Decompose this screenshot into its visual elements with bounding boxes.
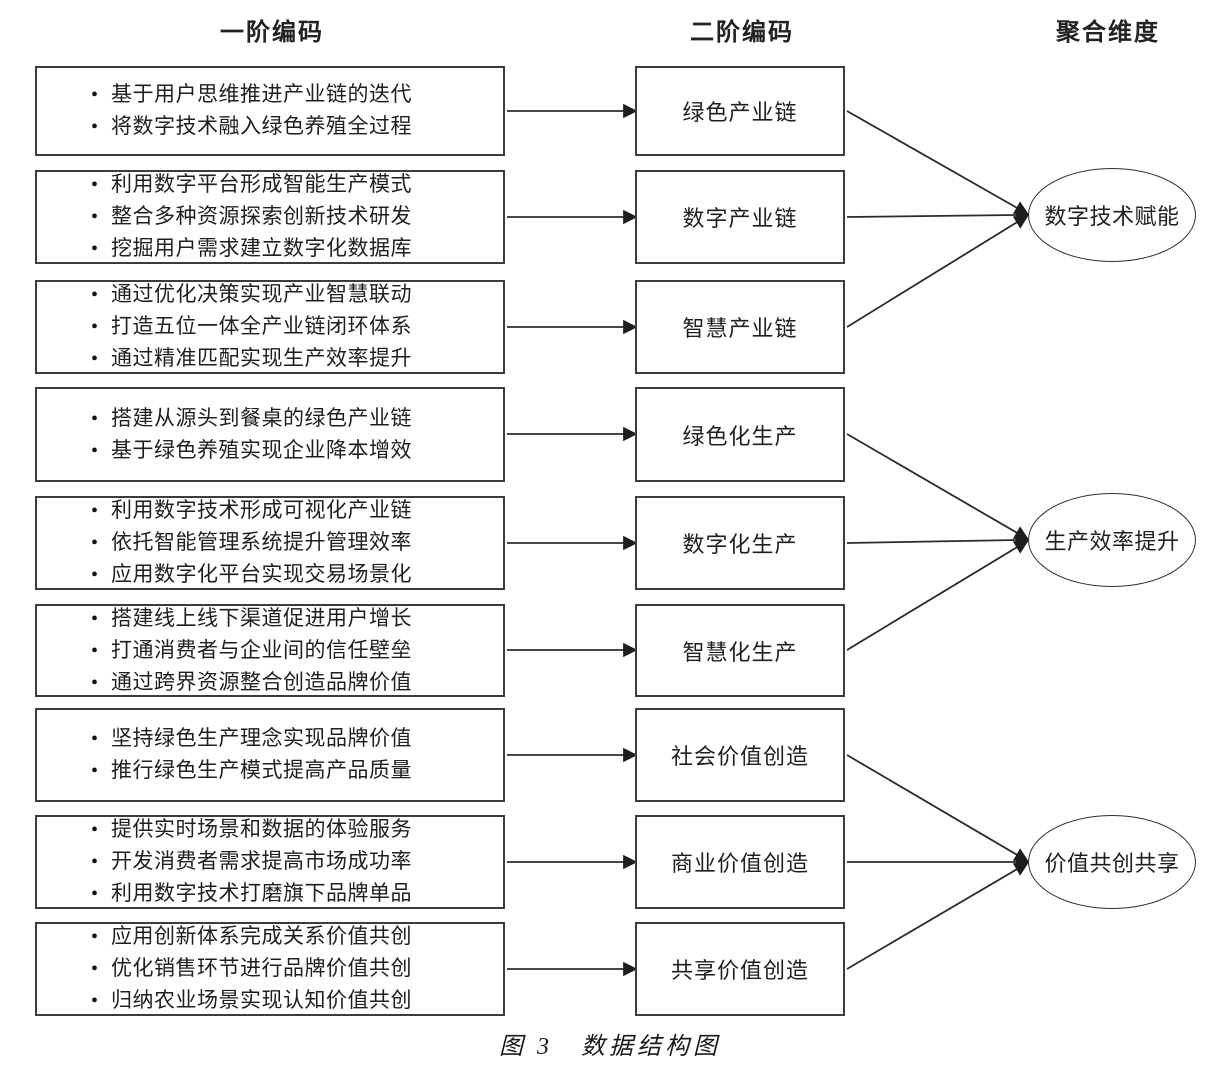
first-order-item: 搭建从源头到餐桌的绿色产业链 bbox=[91, 403, 412, 435]
second-order-box-9: 共享价值创造 bbox=[635, 922, 845, 1016]
first-order-box-9: 应用创新体系完成关系价值共创 优化销售环节进行品牌价值共创 归纳农业场景实现认知… bbox=[35, 922, 505, 1016]
aggregate-dimension-ellipse-2: 生产效率提升 bbox=[1028, 493, 1196, 587]
first-order-list: 基于用户思维推进产业链的迭代 将数字技术融入绿色养殖全过程 bbox=[91, 79, 412, 143]
first-order-item: 利用数字技术形成可视化产业链 bbox=[91, 495, 412, 527]
column-header-aggregate: 聚合维度 bbox=[1056, 20, 1160, 46]
first-order-item: 将数字技术融入绿色养殖全过程 bbox=[91, 111, 412, 143]
first-order-item: 通过优化决策实现产业智慧联动 bbox=[91, 279, 412, 311]
second-order-box-3: 智慧产业链 bbox=[635, 280, 845, 374]
second-order-box-6: 智慧化生产 bbox=[635, 604, 845, 697]
first-order-box-1: 基于用户思维推进产业链的迭代 将数字技术融入绿色养殖全过程 bbox=[35, 66, 505, 156]
first-order-item: 开发消费者需求提高市场成功率 bbox=[91, 846, 412, 878]
second-order-box-2: 数字产业链 bbox=[635, 170, 845, 264]
arrow-so6-dim2 bbox=[846, 540, 1029, 651]
first-order-box-6: 搭建线上线下渠道促进用户增长 打通消费者与企业间的信任壁垒 通过跨界资源整合创造… bbox=[35, 604, 505, 697]
first-order-item: 通过跨界资源整合创造品牌价值 bbox=[91, 667, 412, 699]
first-order-list: 搭建从源头到餐桌的绿色产业链 基于绿色养殖实现企业降本增效 bbox=[91, 403, 412, 467]
first-order-list: 提供实时场景和数据的体验服务 开发消费者需求提高市场成功率 利用数字技术打磨旗下… bbox=[91, 814, 412, 910]
first-order-list: 应用创新体系完成关系价值共创 优化销售环节进行品牌价值共创 归纳农业场景实现认知… bbox=[91, 921, 412, 1017]
first-order-list: 搭建线上线下渠道促进用户增长 打通消费者与企业间的信任壁垒 通过跨界资源整合创造… bbox=[91, 603, 412, 699]
first-order-item: 打造五位一体全产业链闭环体系 bbox=[91, 311, 412, 343]
second-order-box-8: 商业价值创造 bbox=[635, 815, 845, 909]
column-header-first-order: 一阶编码 bbox=[220, 20, 324, 46]
first-order-item: 归纳农业场景实现认知价值共创 bbox=[91, 985, 412, 1017]
arrow-so4-dim2 bbox=[846, 433, 1029, 540]
first-order-item: 应用创新体系完成关系价值共创 bbox=[91, 921, 412, 953]
first-order-box-5: 利用数字技术形成可视化产业链 依托智能管理系统提升管理效率 应用数字化平台实现交… bbox=[35, 496, 505, 590]
first-order-item: 提供实时场景和数据的体验服务 bbox=[91, 814, 412, 846]
second-order-box-5: 数字化生产 bbox=[635, 496, 845, 590]
first-order-item: 依托智能管理系统提升管理效率 bbox=[91, 527, 412, 559]
first-order-item: 搭建线上线下渠道促进用户增长 bbox=[91, 603, 412, 635]
first-order-item: 通过精准匹配实现生产效率提升 bbox=[91, 343, 412, 375]
first-order-item: 利用数字技术打磨旗下品牌单品 bbox=[91, 878, 412, 910]
first-order-box-3: 通过优化决策实现产业智慧联动 打造五位一体全产业链闭环体系 通过精准匹配实现生产… bbox=[35, 280, 505, 374]
column-header-second-order: 二阶编码 bbox=[690, 20, 794, 46]
first-order-item: 基于用户思维推进产业链的迭代 bbox=[91, 79, 412, 111]
first-order-list: 坚持绿色生产理念实现品牌价值 推行绿色生产模式提高产品质量 bbox=[91, 723, 412, 787]
arrow-so7-dim3 bbox=[846, 754, 1029, 862]
aggregate-dimension-ellipse-1: 数字技术赋能 bbox=[1028, 168, 1196, 262]
first-order-item: 推行绿色生产模式提高产品质量 bbox=[91, 755, 412, 787]
arrow-so9-dim3 bbox=[846, 862, 1029, 970]
aggregate-dimension-ellipse-3: 价值共创共享 bbox=[1028, 815, 1196, 909]
first-order-box-2: 利用数字平台形成智能生产模式 整合多种资源探索创新技术研发 挖掘用户需求建立数字… bbox=[35, 170, 505, 264]
first-order-item: 整合多种资源探索创新技术研发 bbox=[91, 201, 412, 233]
arrow-so5-dim2 bbox=[846, 532, 1031, 548]
arrow-so1-dim1 bbox=[846, 110, 1030, 215]
first-order-box-7: 坚持绿色生产理念实现品牌价值 推行绿色生产模式提高产品质量 bbox=[35, 708, 505, 802]
first-order-box-4: 搭建从源头到餐桌的绿色产业链 基于绿色养殖实现企业降本增效 bbox=[35, 387, 505, 482]
first-order-list: 利用数字技术形成可视化产业链 依托智能管理系统提升管理效率 应用数字化平台实现交… bbox=[91, 495, 412, 591]
arrow-so2-dim1 bbox=[846, 207, 1031, 223]
first-order-list: 利用数字平台形成智能生产模式 整合多种资源探索创新技术研发 挖掘用户需求建立数字… bbox=[91, 169, 412, 265]
first-order-list: 通过优化决策实现产业智慧联动 打造五位一体全产业链闭环体系 通过精准匹配实现生产… bbox=[91, 279, 412, 375]
second-order-box-4: 绿色化生产 bbox=[635, 387, 845, 482]
second-order-box-1: 绿色产业链 bbox=[635, 66, 845, 156]
first-order-item: 挖掘用户需求建立数字化数据库 bbox=[91, 233, 412, 265]
first-order-item: 坚持绿色生产理念实现品牌价值 bbox=[91, 723, 412, 755]
first-order-box-8: 提供实时场景和数据的体验服务 开发消费者需求提高市场成功率 利用数字技术打磨旗下… bbox=[35, 815, 505, 909]
first-order-item: 基于绿色养殖实现企业降本增效 bbox=[91, 435, 412, 467]
first-order-item: 优化销售环节进行品牌价值共创 bbox=[91, 953, 412, 985]
arrow-so3-dim1 bbox=[846, 214, 1029, 328]
first-order-item: 利用数字平台形成智能生产模式 bbox=[91, 169, 412, 201]
figure-caption: 图 3 数据结构图 bbox=[499, 1034, 721, 1060]
second-order-box-7: 社会价值创造 bbox=[635, 708, 845, 802]
first-order-item: 打通消费者与企业间的信任壁垒 bbox=[91, 635, 412, 667]
first-order-item: 应用数字化平台实现交易场景化 bbox=[91, 559, 412, 591]
